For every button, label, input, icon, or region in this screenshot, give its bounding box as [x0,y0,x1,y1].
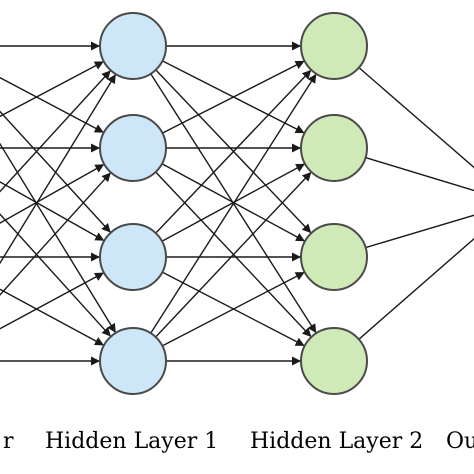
edge-h1-1-to-h2-0 [162,60,305,134]
labels-group: r Hidden Layer 1 Hidden Layer 2 Ou [3,429,474,454]
edge-input-2-to-h1-0 [0,69,112,193]
edge-input-2-to-h1-1 [0,163,105,224]
layer-label-input: r [3,429,14,454]
layer-label-hidden-1: Hidden Layer 1 [45,429,218,454]
edge-input-1-to-h1-2 [0,181,105,242]
edge-h1-3-to-h2-0 [150,73,317,334]
layer-label-hidden-2: Hidden Layer 2 [250,429,423,454]
edges-group [0,41,474,366]
edge-input-0-to-h1-3 [0,142,117,334]
edge-h1-3-to-h2-2 [161,271,306,347]
node-hidden-1-2 [99,223,167,291]
edge-input-3-to-h1-1 [0,171,112,296]
node-hidden-1-0 [99,12,167,80]
layer-label-output: Ou [446,429,474,454]
edge-h2-2-to-output [365,214,474,249]
edge-input-2-to-h1-3 [0,288,105,346]
edge-input-0-to-h1-2 [0,110,112,234]
edge-input-0-to-h1-1 [0,76,105,134]
edge-h1-2-to-h2-0 [155,69,312,234]
edge-input-1-to-h1-3 [0,213,112,338]
node-hidden-2-3 [300,327,368,395]
node-hidden-2-0 [300,12,368,80]
node-hidden-1-3 [99,327,167,395]
node-hidden-2-2 [300,223,368,291]
node-hidden-1-1 [99,114,167,182]
node-hidden-2-1 [300,114,368,182]
edge-input-3-to-h1-0 [0,73,117,265]
edge-h2-1-to-output [365,156,474,192]
edge-h1-3-to-h2-1 [155,171,312,338]
nodes-group [99,12,368,395]
edge-h2-0-to-output [358,67,474,169]
edge-h2-3-to-output [358,237,474,340]
edge-input-1-to-h1-0 [0,60,105,118]
edge-input-3-to-h1-2 [0,272,105,330]
